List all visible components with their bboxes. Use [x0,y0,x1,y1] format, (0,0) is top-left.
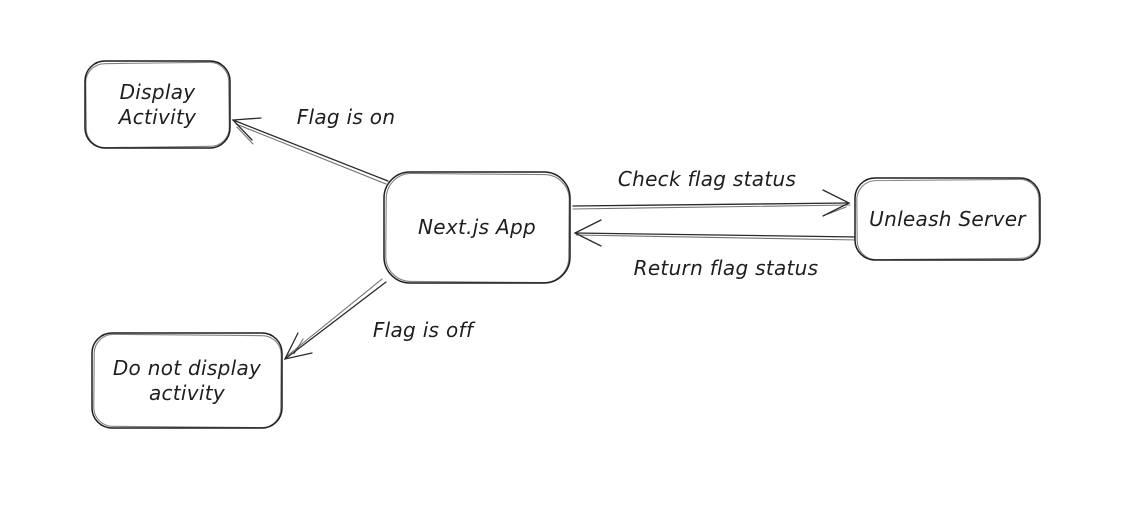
node-nextjs-app-shape [383,171,571,284]
edge-check-flag-status [572,189,851,217]
node-display-activity-shape [84,60,231,149]
edge-flag-off [283,278,387,360]
node-unleash-server-shape [854,177,1041,261]
node-no-display-shape [91,332,283,429]
edge-return-flag-status [573,219,860,247]
edge-flag-on [231,117,389,185]
